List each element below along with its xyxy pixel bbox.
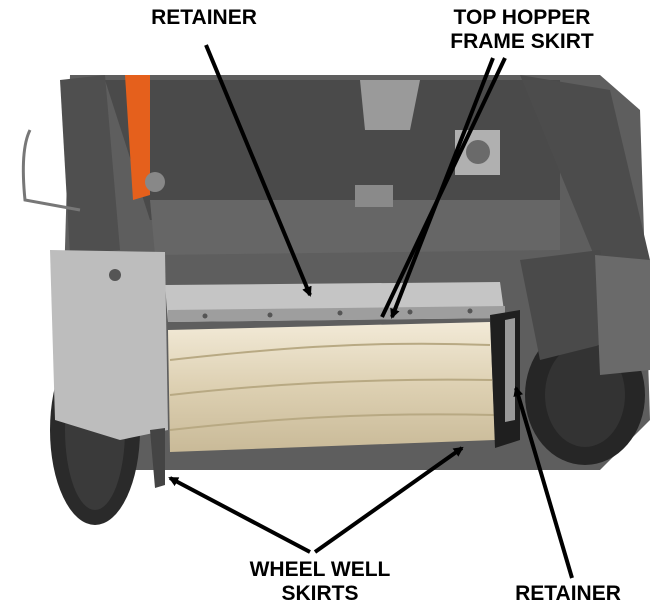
- top-hopper-label-line1: TOP HOPPER: [453, 6, 591, 29]
- left-wheel-well-skirt: [50, 250, 168, 488]
- right-wheel-well-skirt: [490, 250, 650, 448]
- arrow-top-hopper-skirt-2: [380, 57, 507, 318]
- arrow-retainer-top: [204, 44, 312, 297]
- wheel-well-label-line2: SKIRTS: [281, 582, 359, 605]
- retainer-top-label: RETAINER: [120, 6, 288, 30]
- arrow-wheel-well-right: [313, 446, 464, 554]
- wheel-well-skirts-label: WHEEL WELL SKIRTS: [230, 558, 410, 606]
- right-side-frame: [520, 75, 650, 270]
- top-hopper-frame-skirt-label: TOP HOPPER FRAME SKIRT: [432, 6, 612, 54]
- retainer-bottom-label: RETAINER: [494, 582, 642, 606]
- top-hopper-label-line2: FRAME SKIRT: [450, 30, 594, 53]
- wheel-well-label-line1: WHEEL WELL: [249, 558, 391, 581]
- brush-roller: [168, 322, 495, 452]
- top-retainer-bar: [165, 282, 505, 322]
- arrow-wheel-well-left: [168, 476, 311, 554]
- arrow-retainer-bottom: [513, 386, 574, 579]
- left-side-rail: [21, 75, 165, 255]
- orange-arm: [125, 75, 150, 200]
- callout-arrows: [168, 44, 574, 579]
